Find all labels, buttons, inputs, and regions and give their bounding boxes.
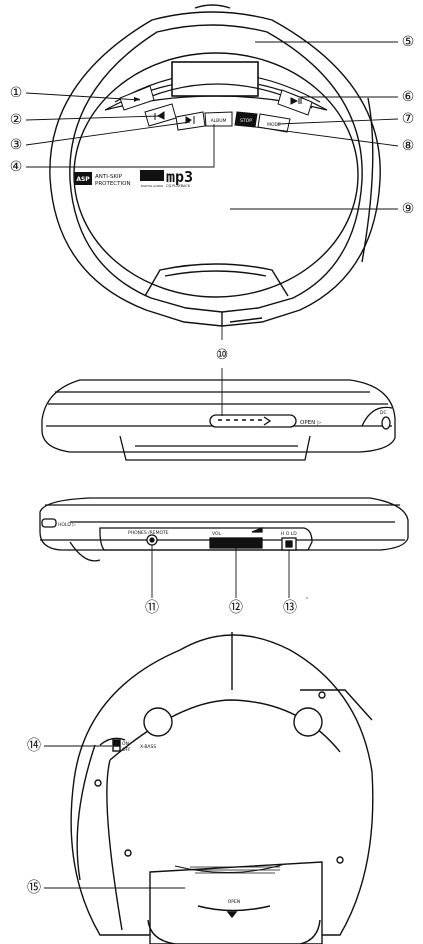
- callout-labels: ① ② ③ ④ ⑤ ⑥ ⑦ ⑧ ⑨ ⑩ ⑪ ⑫ ⑬ ⑭ ⑮: [10, 34, 415, 896]
- hold-switch-text: H O LD: [281, 531, 297, 537]
- tick-mark: ': [306, 596, 308, 604]
- xbass-on-label: ON: [122, 741, 129, 747]
- lcd-display: [171, 61, 259, 97]
- hold-switch[interactable]: [41, 518, 57, 528]
- anti-skip-text: ANTI-SKIP: [95, 174, 123, 180]
- asp-badge: [74, 172, 92, 185]
- xbass-off-label: OFF: [122, 747, 131, 753]
- play-button[interactable]: [119, 85, 155, 111]
- mp3-sub-text: CD PLAYBACK: [166, 184, 191, 188]
- stop-button[interactable]: STOP: [234, 111, 258, 128]
- screw: [94, 779, 102, 787]
- svg-text:ASP: ASP: [76, 176, 90, 183]
- rubber-foot-left: [143, 707, 173, 737]
- dc-jack: [381, 416, 391, 430]
- side-leaders: [151, 545, 290, 598]
- vol-label: VOL: [212, 531, 222, 537]
- screw: [336, 856, 344, 864]
- callout-11: ⑪: [145, 600, 159, 616]
- album-label: ALBUM: [211, 118, 227, 124]
- album-button[interactable]: ALBUM: [204, 111, 233, 127]
- callout-12: ⑫: [229, 600, 243, 616]
- mp3-logo: mp3: [166, 168, 193, 186]
- callout-10: ⑩: [216, 347, 229, 363]
- callout-9: ⑨: [402, 201, 415, 217]
- xbass-label: X-BASS: [140, 744, 156, 750]
- play-pause-button[interactable]: [277, 89, 313, 116]
- phones-remote-label: PHONES /REMOTE: [128, 530, 169, 536]
- stop-label: STOP: [240, 118, 252, 124]
- callout-8: ⑧: [402, 138, 415, 154]
- volume-wheel[interactable]: [209, 537, 263, 549]
- callout-6: ⑥: [402, 89, 415, 105]
- top-leaders: [25, 41, 399, 340]
- battery-door: [149, 861, 323, 944]
- skip-forward-icon: [185, 116, 195, 124]
- svg-text:DIGITAL AUDIO: DIGITAL AUDIO: [141, 184, 164, 188]
- bottom-leaders: [44, 745, 185, 889]
- callout-3: ③: [10, 137, 23, 153]
- mode-label: MODE: [267, 122, 281, 128]
- door-open-label: OPEN: [228, 899, 240, 905]
- callout-14: ⑭: [27, 738, 41, 754]
- side-view: [39, 497, 409, 562]
- callout-1: ①: [10, 85, 23, 101]
- callout-7: ⑦: [402, 111, 415, 127]
- screw: [318, 691, 326, 699]
- previous-button[interactable]: [144, 103, 177, 127]
- rubber-foot-right: [293, 707, 323, 737]
- button-row: ALBUM STOP MODE: [119, 85, 313, 133]
- callout-2: ②: [10, 112, 23, 128]
- dc-label: DC: [380, 410, 387, 416]
- digital-audio-logo: [140, 170, 164, 181]
- front-open-label: OPEN ▷: [300, 420, 322, 426]
- callout-13: ⑬: [283, 600, 297, 616]
- play-pause-icon: [290, 97, 302, 105]
- next-button[interactable]: [175, 111, 206, 131]
- mode-button[interactable]: MODE: [257, 113, 291, 133]
- callout-4: ④: [10, 159, 23, 175]
- callout-15: ⑮: [27, 880, 41, 896]
- side-hold-label: HOLD ▷: [58, 522, 76, 528]
- control-panel: [104, 61, 328, 111]
- protection-text: PROTECTION: [95, 181, 131, 187]
- bottom-view: [70, 632, 374, 944]
- screw: [124, 849, 132, 857]
- lid-logos: ASP ANTI-SKIP PROTECTION DIGITAL AUDIO m…: [74, 168, 193, 188]
- front-view: [41, 379, 396, 461]
- open-slider[interactable]: [209, 414, 297, 428]
- top-view: [49, 4, 381, 327]
- callout-5: ⑤: [402, 34, 415, 50]
